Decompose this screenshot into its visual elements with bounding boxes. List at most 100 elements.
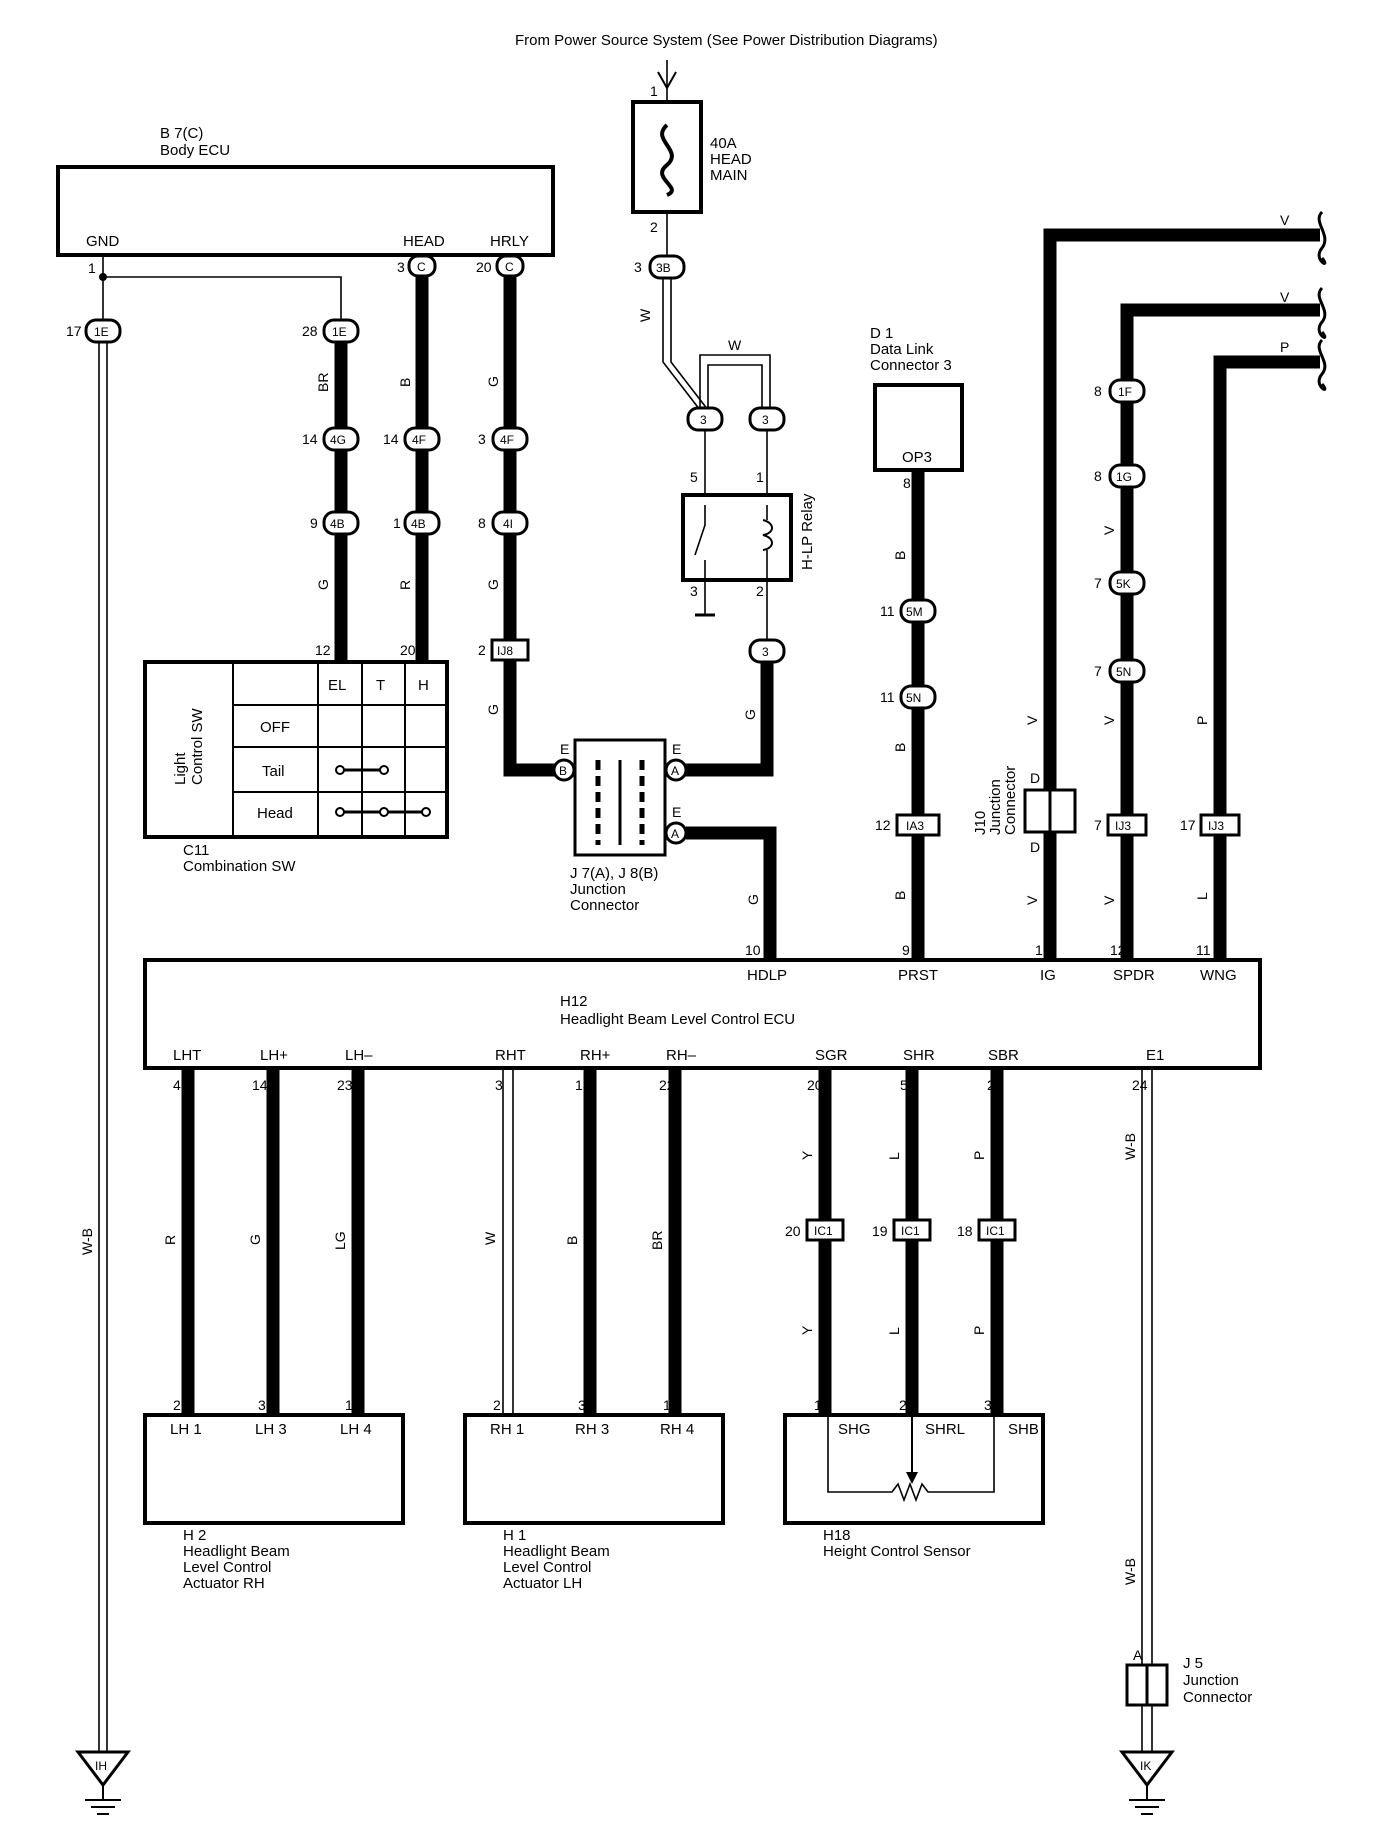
ground-ik: IK xyxy=(1118,1750,1176,1815)
pin-7-5n: 7 xyxy=(1094,663,1102,679)
plug-a-j7-bottom: A xyxy=(664,821,688,845)
wire-color-lg: LG xyxy=(332,1231,348,1250)
h2-line3: Actuator RH xyxy=(183,1575,265,1592)
pin-8-1g: 8 xyxy=(1094,468,1102,484)
svg-text:IA3: IA3 xyxy=(906,819,924,833)
body-head-pin: 3 xyxy=(397,259,405,275)
wire-w-2 xyxy=(670,278,709,411)
ecu-term-spdr: SPDR xyxy=(1113,967,1155,984)
wire-color-v-ig2: V xyxy=(1024,895,1040,905)
j5-line1: Junction xyxy=(1183,1672,1239,1689)
actuator-h1-box xyxy=(463,1413,725,1525)
j7j8-line1: J 7(A), J 8(B) xyxy=(570,865,658,882)
h2-pin-2: 3 xyxy=(258,1397,266,1413)
dlc-code: D 1 xyxy=(870,325,893,342)
fuse-line3: MAIN xyxy=(710,167,748,184)
wire-p-wng xyxy=(1213,355,1320,815)
pin-3-4f: 3 xyxy=(478,431,486,447)
sw-side-label1: Light xyxy=(172,752,189,785)
plug-b-j8: B xyxy=(552,758,576,782)
svg-text:4B: 4B xyxy=(330,517,345,531)
dlc-box xyxy=(873,383,964,472)
ecu-term-rhplus: RH+ xyxy=(580,1047,611,1064)
svg-text:3B: 3B xyxy=(656,261,671,275)
wire-color-g-lhplus: G xyxy=(247,1234,263,1245)
wire-color-g-hrly2: G xyxy=(485,579,501,590)
ecu-term-ig: IG xyxy=(1040,967,1056,984)
j10-line1: Junction xyxy=(987,779,1004,835)
svg-text:A: A xyxy=(671,764,679,778)
connector-IC1-sbr: IC1 xyxy=(977,1218,1017,1242)
connector-3B: 3B xyxy=(648,254,686,280)
beam-ecu-code: H12 xyxy=(560,993,588,1010)
connector-3-right: 3 xyxy=(748,406,786,432)
sw-pin-el: 12 xyxy=(315,642,331,658)
wire-color-y-sensor: Y xyxy=(799,1325,815,1335)
svg-text:3: 3 xyxy=(762,645,769,659)
ecu-pin-ig: 1 xyxy=(1035,942,1043,958)
connector-IC1-shr: IC1 xyxy=(892,1218,932,1242)
h2-pin-1: 2 xyxy=(173,1397,181,1413)
connector-4F-hrly: 4F xyxy=(491,426,529,452)
j5-line2: Connector xyxy=(1183,1689,1252,1706)
j8-pin-e: E xyxy=(560,741,569,757)
svg-text:1F: 1F xyxy=(1118,385,1132,399)
pin-8-1f: 8 xyxy=(1094,383,1102,399)
ecu-term-rht: RHT xyxy=(495,1047,526,1064)
relay-coil-icon xyxy=(762,519,773,551)
j10-line2: Connector xyxy=(1002,766,1019,835)
j10-pin-d-bottom: D xyxy=(1030,839,1040,855)
wire-color-p1: P xyxy=(1280,339,1289,355)
dlc-line1: Data Link xyxy=(870,341,934,358)
svg-text:1E: 1E xyxy=(332,325,347,339)
svg-text:IJ3: IJ3 xyxy=(1115,819,1131,833)
break-icon-v1 xyxy=(1317,210,1327,265)
dlc-terminal: OP3 xyxy=(902,449,932,466)
body-hrly-pin: 20 xyxy=(476,259,492,275)
svg-text:1G: 1G xyxy=(1116,470,1132,484)
sw-col-el: EL xyxy=(328,677,346,694)
body-ecu-hrly: HRLY xyxy=(490,233,529,250)
svg-text:4B: 4B xyxy=(411,517,426,531)
wire-color-br-rhminus: BR xyxy=(649,1231,665,1250)
wire-color-b-head: B xyxy=(397,378,413,387)
h2-pin-3: 1 xyxy=(345,1397,353,1413)
wire-color-g-hrly: G xyxy=(485,376,501,387)
wire-color-g-hdlp: G xyxy=(745,894,761,905)
wire-v-spdr xyxy=(1120,303,1320,380)
connector-IJ3-spdr: IJ3 xyxy=(1106,813,1148,837)
wire-color-wb-left: W-B xyxy=(79,1228,95,1255)
dlc-pin: 8 xyxy=(903,475,911,491)
svg-text:IJ3: IJ3 xyxy=(1208,819,1224,833)
junction-j7-j8-bars xyxy=(595,760,645,845)
pin-14-4f: 14 xyxy=(383,431,399,447)
fuse-line2: HEAD xyxy=(710,151,752,168)
svg-text:1E: 1E xyxy=(94,325,109,339)
pin-2-ij8: 2 xyxy=(478,642,486,658)
relay-switch-icon xyxy=(694,505,706,615)
ecu-pin-prst: 9 xyxy=(902,942,910,958)
ecu-term-sgr: SGR xyxy=(815,1047,848,1064)
svg-text:B: B xyxy=(559,764,567,778)
ecu-pin-spdr: 12 xyxy=(1110,942,1126,958)
combination-switch xyxy=(143,660,449,839)
j7j8-line3: Connector xyxy=(570,897,639,914)
break-icon-v2 xyxy=(1317,286,1327,339)
dlc-line2: Connector 3 xyxy=(870,357,952,374)
pin-12-ia3: 12 xyxy=(875,817,891,833)
fuse-pin-top: 1 xyxy=(650,83,658,99)
svg-text:5N: 5N xyxy=(1116,665,1131,679)
pin-17-1e: 17 xyxy=(66,323,82,339)
h1-line3: Actuator LH xyxy=(503,1575,582,1592)
wire-color-g-ij8: G xyxy=(485,704,501,715)
actuator-h2-box xyxy=(143,1413,405,1525)
svg-text:IJ8: IJ8 xyxy=(497,644,513,658)
sw-side-label2: Control SW xyxy=(189,707,206,785)
ecu-term-lhminus: LH– xyxy=(345,1047,373,1064)
ecu-term-e1: E1 xyxy=(1146,1047,1164,1064)
h1-term-3: RH 4 xyxy=(660,1421,694,1438)
ecu-pin-wng: 11 xyxy=(1196,942,1211,958)
connector-1E-br: 1E xyxy=(322,318,360,344)
connector-5K: 5K xyxy=(1108,570,1146,596)
